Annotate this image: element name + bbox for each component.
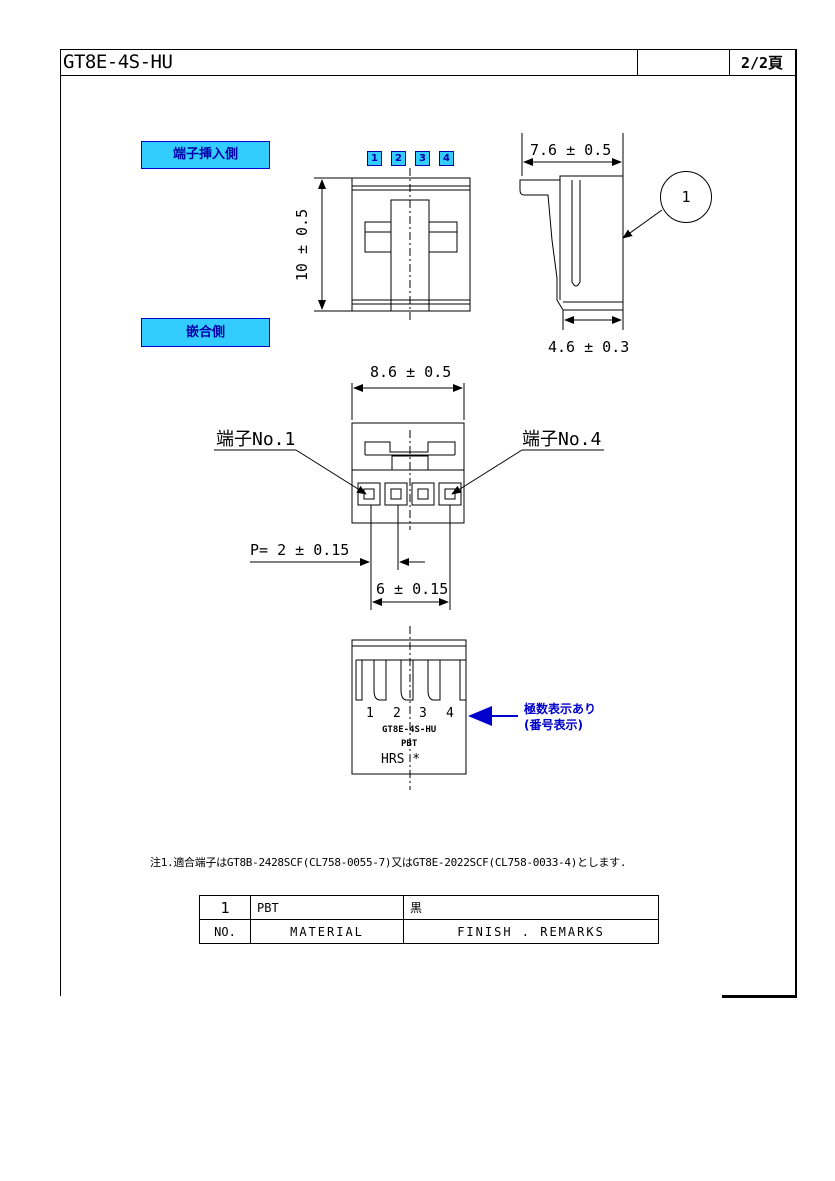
page-number: 2/2頁 [740, 54, 784, 72]
dim-front-width: 8.6 ± 0.5 [370, 363, 452, 381]
dim-height: 10 ± 0.5 [293, 208, 311, 282]
pin-number-box-1: 1 [367, 151, 382, 166]
frame-right [795, 49, 797, 996]
row-material: PBT [250, 895, 404, 920]
terminal-no4-label: 端子No.4 [522, 429, 602, 450]
frame-left [60, 49, 61, 996]
header-finish: FINISH . REMARKS [403, 919, 659, 944]
drawing-title: GT8E-4S-HU [63, 51, 173, 73]
pin-number-box-3: 3 [415, 151, 430, 166]
insert-side-label: 端子挿入側 [141, 141, 270, 169]
header-no: NO. [199, 919, 251, 944]
frame-top [60, 49, 797, 50]
row-no: 1 [199, 895, 251, 920]
pin-number-box-4: 4 [439, 151, 454, 166]
pin-number-box-2: 2 [391, 151, 406, 166]
compatible-terminal-note: 注1.適合端子はGT8B-2428SCF(CL758-0055-7)又はGT8E… [150, 856, 627, 869]
row-finish: 黒 [403, 895, 659, 920]
header-material: MATERIAL [250, 919, 404, 944]
bottom-view [351, 626, 518, 790]
side-view [519, 133, 663, 330]
bottom-pin-label-1: 1 [366, 706, 374, 721]
material-row: 1 PBT 黒 [199, 895, 659, 920]
bottom-pin-label-4: 4 [446, 706, 454, 721]
frame-header-bottom [60, 75, 797, 76]
part-marking: GT8E-4S-HU [382, 725, 437, 735]
header-divider-1 [637, 49, 638, 75]
bottom-pin-label-2: 2 [393, 706, 401, 721]
polarity-note-line2: (番号表示) [524, 718, 583, 732]
material-header-row: NO. MATERIAL FINISH . REMARKS [199, 919, 659, 944]
dim-side-width-bottom: 4.6 ± 0.3 [548, 338, 630, 356]
header-divider-2 [729, 49, 730, 75]
brand-marking: HRS * [381, 752, 421, 767]
material-marking: PBT [401, 739, 418, 749]
bottom-pin-label-3: 3 [419, 706, 427, 721]
dim-pitch: P= 2 ± 0.15 [250, 541, 350, 559]
front-view [214, 383, 604, 610]
polarity-note-line1: 極数表示あり [524, 702, 597, 716]
top-view [314, 168, 471, 322]
dim-side-width-top: 7.6 ± 0.5 [530, 141, 612, 159]
terminal-no1-label: 端子No.1 [216, 429, 296, 450]
dim-pin-span: 6 ± 0.15 [376, 580, 449, 598]
material-table: 1 PBT 黒 NO. MATERIAL FINISH . REMARKS [199, 895, 659, 944]
mating-side-label: 嵌合側 [141, 318, 270, 347]
part-ref-balloon: 1 [660, 171, 712, 223]
frame-bottom-mark [722, 995, 797, 998]
